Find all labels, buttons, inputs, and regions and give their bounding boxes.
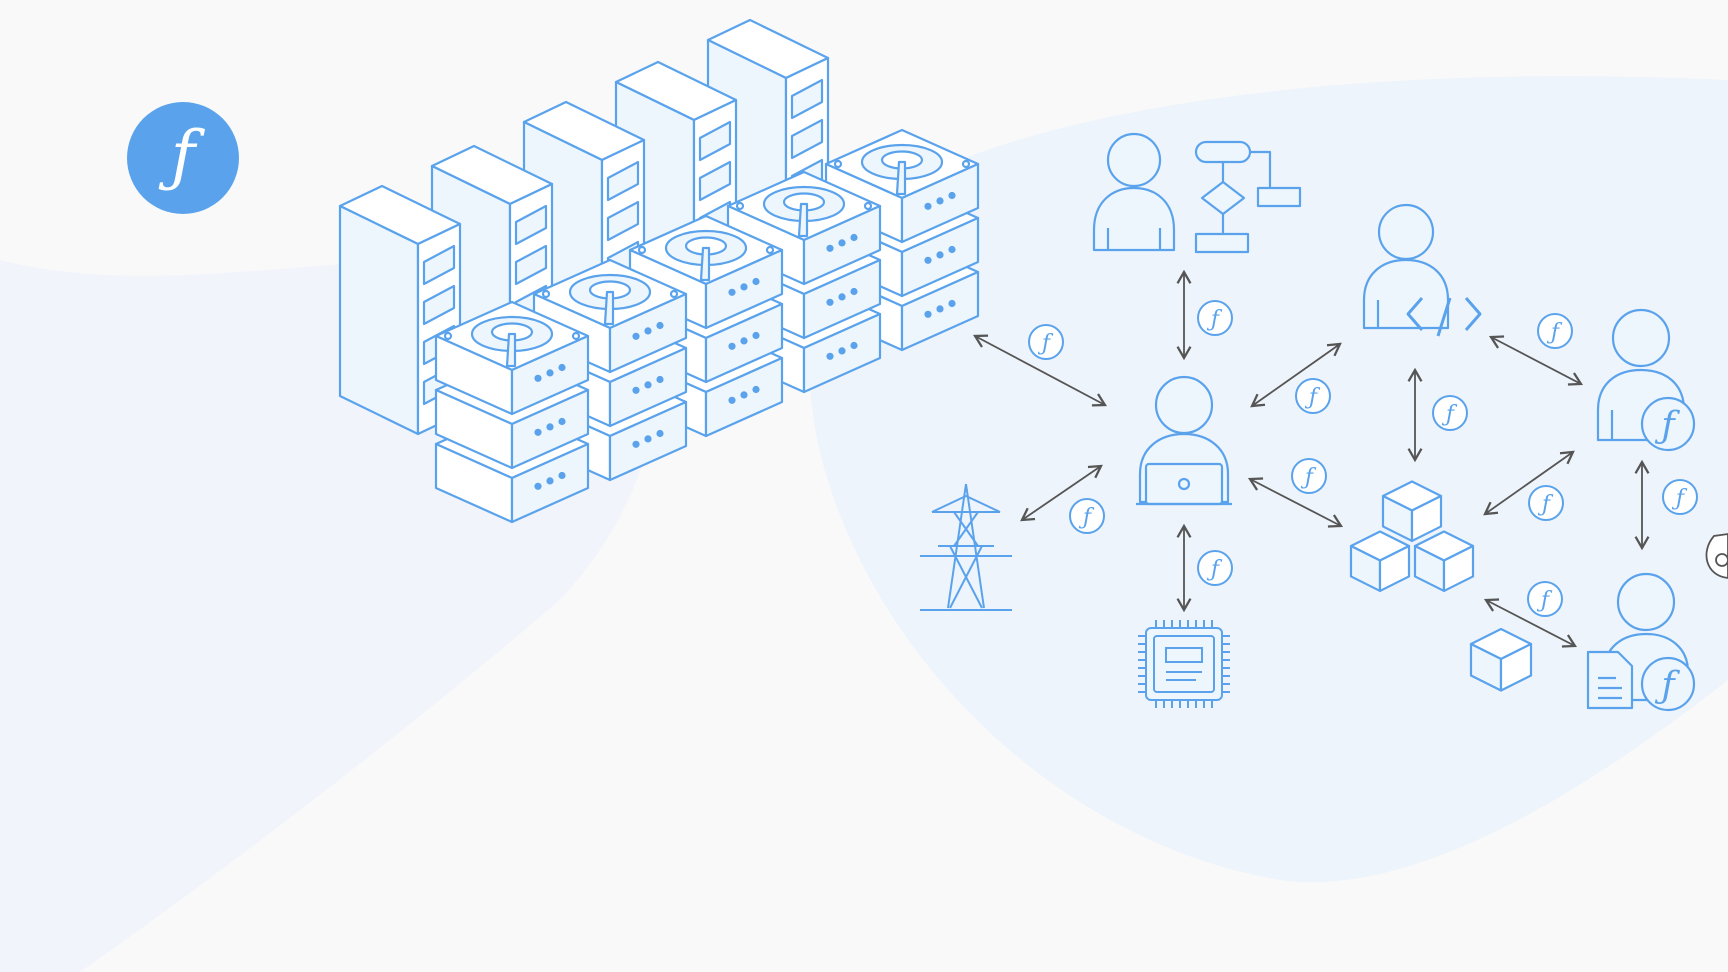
- svg-text:ƒ: ƒ: [1300, 465, 1317, 490]
- svg-text:ƒ: ƒ: [1078, 505, 1095, 530]
- power-tower-node: [920, 483, 1012, 611]
- svg-text:ƒ: ƒ: [1037, 331, 1054, 356]
- filecoin-token-icon: ƒ: [1528, 485, 1564, 521]
- svg-text:ƒ: ƒ: [1304, 385, 1321, 410]
- chip-icon: [1138, 620, 1230, 708]
- svg-text:ƒ: ƒ: [1536, 588, 1553, 613]
- svg-text:ƒ: ƒ: [1206, 307, 1223, 332]
- filecoin-token-icon: ƒ: [1432, 395, 1468, 431]
- svg-text:ƒ: ƒ: [1206, 557, 1223, 582]
- central-user-node: [1136, 375, 1232, 506]
- contract-user-node: ƒ: [1586, 572, 1696, 712]
- chip-node: [1138, 620, 1230, 708]
- filecoin-token-icon: ƒ: [1197, 550, 1233, 586]
- svg-text:ƒ: ƒ: [1441, 402, 1458, 427]
- arrow-developer-holder: [1488, 335, 1584, 386]
- workflow-user-node: [1092, 132, 1302, 254]
- package-node: [1469, 627, 1533, 692]
- hard-drive-icon: [824, 128, 980, 244]
- hard-drive-icon: [532, 258, 688, 374]
- arrow-holder-blocks: [1483, 450, 1575, 516]
- arrow-storage-central: [972, 334, 1108, 407]
- filecoin-token-icon: ƒ: [1069, 498, 1105, 534]
- package-icon: [1469, 627, 1533, 692]
- arrow-tower-central: [1020, 464, 1103, 522]
- filecoin-token-icon: ƒ: [1291, 458, 1327, 494]
- svg-text:ƒ: ƒ: [1537, 492, 1554, 517]
- laptop-user-icon: [1136, 375, 1232, 506]
- blocks-icon: [1349, 480, 1475, 593]
- power-tower-icon: [920, 483, 1012, 611]
- user-document-icon: [1586, 572, 1696, 712]
- token-badges: ƒ ƒ ƒ ƒ ƒ ƒ ƒ ƒ ƒ ƒ ƒ: [1028, 300, 1698, 617]
- hard-drive-icon: [726, 170, 882, 286]
- hard-drive-icon: [628, 214, 784, 330]
- svg-text:ƒ: ƒ: [1671, 486, 1688, 511]
- developer-user-node: [1362, 203, 1482, 337]
- filecoin-token-icon: ƒ: [1197, 300, 1233, 336]
- filecoin-token-icon: ƒ: [1028, 324, 1064, 360]
- arrow-central-blocks: [1247, 477, 1344, 528]
- hard-drive-icon: [434, 300, 590, 416]
- arrow-central-developer: [1250, 342, 1342, 408]
- user-code-icon: [1362, 203, 1482, 337]
- filecoin-token-icon: ƒ: [1662, 479, 1698, 515]
- filecoin-token-icon: ƒ: [1537, 313, 1573, 349]
- token-holder-user-node: ƒ: [1596, 308, 1696, 452]
- connection-arrows: [972, 269, 1650, 648]
- storage-drives: [434, 128, 980, 524]
- filecoin-token-icon: ƒ: [1527, 581, 1563, 617]
- filecoin-token-icon: ƒ: [1295, 378, 1331, 414]
- user-token-icon: [1596, 308, 1696, 452]
- user-flowchart-icon: [1092, 132, 1302, 254]
- arrow-blocks-contract: [1483, 598, 1578, 648]
- blocks-node: [1349, 480, 1475, 593]
- filecoin-logo-icon: ƒ: [127, 102, 239, 214]
- svg-text:ƒ: ƒ: [1546, 320, 1563, 345]
